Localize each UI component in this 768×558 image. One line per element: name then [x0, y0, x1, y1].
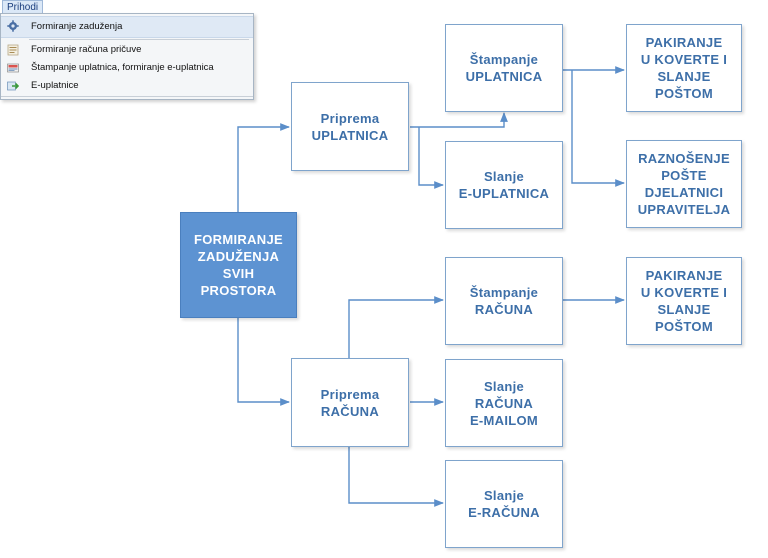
- box-label: SLANJE: [657, 69, 711, 84]
- box-label: PAKIRANJE: [645, 268, 723, 283]
- box-slanje-e-uplatnica: Slanje E-UPLATNICA: [445, 141, 563, 229]
- box-pakiranje-uplatnica: PAKIRANJE U KOVERTE I SLANJE POŠTOM: [626, 24, 742, 112]
- box-slanje-e-racuna: Slanje E-RAČUNA: [445, 460, 563, 548]
- menu-separator: [29, 39, 249, 40]
- box-label: POŠTOM: [655, 319, 713, 334]
- box-label: Priprema: [320, 110, 380, 126]
- box-label: RAČUNA: [474, 395, 534, 411]
- box-label: RAZNOŠENJE: [638, 151, 730, 166]
- box-formiranje-zaduzenja: FORMIRANJE ZADUŽENJA SVIH PROSTORA: [180, 212, 297, 318]
- box-label: POŠTE: [661, 168, 707, 183]
- menu-bar: Prihodi: [0, 0, 46, 14]
- box-label: U KOVERTE I: [640, 52, 728, 67]
- box-label: SLANJE: [657, 302, 711, 317]
- menu-item-e-uplatnice[interactable]: E-uplatnice: [1, 77, 253, 95]
- box-label: Priprema: [320, 386, 380, 402]
- box-label: E-RAČUNA: [468, 505, 540, 520]
- box-label: UPLATNICA: [311, 127, 389, 143]
- box-priprema-racuna: Priprema RAČUNA: [291, 358, 409, 447]
- send-icon: [7, 81, 19, 91]
- box-label: DJELATNICI: [644, 185, 724, 200]
- box-label: ZADUŽENJA: [197, 249, 280, 264]
- box-label: UPLATNICA: [465, 69, 543, 84]
- menu-item-label: Štampanje uplatnica, formiranje e-uplatn…: [31, 62, 214, 73]
- print-slip-icon: [7, 63, 19, 73]
- menu-item-formiranje-zaduzenja[interactable]: Formiranje zaduženja: [1, 16, 253, 38]
- box-label: SVIH: [222, 266, 255, 281]
- box-slanje-racuna-e-mailom: Slanje RAČUNA E-MAILOM: [445, 359, 563, 447]
- box-label: POŠTOM: [655, 86, 713, 101]
- menu-item-label: Formiranje računa pričuve: [31, 44, 142, 55]
- menu-item-label: Formiranje zaduženja: [31, 21, 123, 32]
- box-label: E-MAILOM: [469, 412, 539, 428]
- menu-item-label: E-uplatnice: [31, 80, 79, 91]
- menu-item-stampanje-uplatnica[interactable]: Štampanje uplatnica, formiranje e-uplatn…: [1, 59, 253, 77]
- menu-separator: [1, 96, 253, 97]
- box-label: Štampanje: [469, 52, 539, 67]
- menu-prihodi[interactable]: Prihodi: [2, 0, 44, 14]
- box-stampanje-racuna: Štampanje RAČUNA: [445, 257, 563, 345]
- box-label: Slanje: [483, 378, 525, 394]
- box-label: FORMIRANJE: [194, 232, 283, 247]
- box-label: PAKIRANJE: [645, 35, 723, 50]
- dropdown-menu: Formiranje zaduženja Formiranje računa p…: [0, 13, 254, 100]
- box-stampanje-uplatnica: Štampanje UPLATNICA: [445, 24, 563, 112]
- box-label: E-UPLATNICA: [458, 186, 550, 201]
- document-icon: [7, 44, 19, 56]
- box-label: Štampanje: [469, 285, 539, 300]
- box-label: Slanje: [483, 488, 525, 503]
- box-label: RAČUNA: [474, 302, 534, 317]
- box-priprema-uplatnica: Priprema UPLATNICA: [291, 82, 409, 171]
- box-label: RAČUNA: [320, 403, 380, 419]
- box-raznosenje-poste: RAZNOŠENJE POŠTE DJELATNICI UPRAVITELJA: [626, 140, 742, 228]
- box-label: UPRAVITELJA: [637, 202, 731, 217]
- box-label: PROSTORA: [200, 283, 277, 298]
- menu-item-formiranje-racuna-pricuve[interactable]: Formiranje računa pričuve: [1, 41, 253, 59]
- box-label: Slanje: [483, 169, 525, 184]
- box-label: U KOVERTE I: [640, 285, 728, 300]
- box-pakiranje-racuna: PAKIRANJE U KOVERTE I SLANJE POŠTOM: [626, 257, 742, 345]
- gear-icon: [7, 20, 19, 32]
